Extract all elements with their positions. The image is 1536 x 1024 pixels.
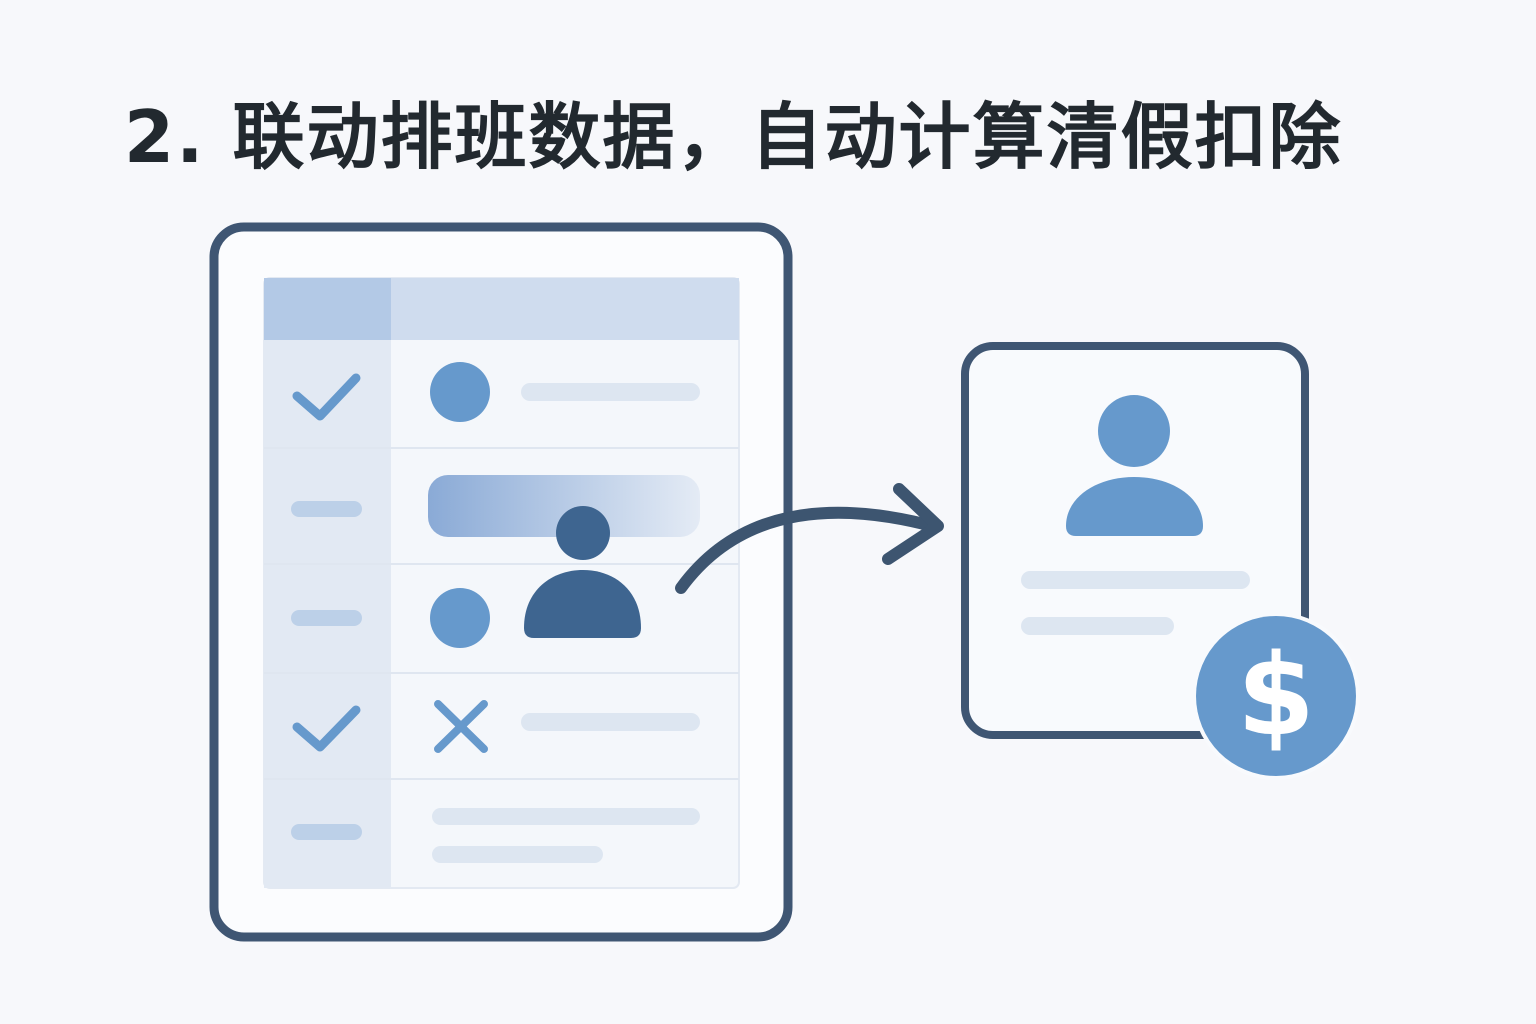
- x-icon: [434, 700, 488, 753]
- curved-arrow-icon: [675, 483, 944, 594]
- avatar-dot: [430, 362, 490, 422]
- dollar-sign: $: [1237, 631, 1315, 761]
- person-icon: [524, 506, 641, 638]
- schedule-table-icon: [209, 222, 793, 942]
- highlighted-shift: [428, 475, 700, 537]
- check-icon: [292, 705, 361, 752]
- page-title: 2. 联动排班数据，自动计算清假扣除: [124, 95, 1343, 179]
- check-icon: [292, 373, 361, 421]
- avatar-dot: [430, 588, 490, 648]
- dollar-coin-icon: $: [1192, 612, 1360, 780]
